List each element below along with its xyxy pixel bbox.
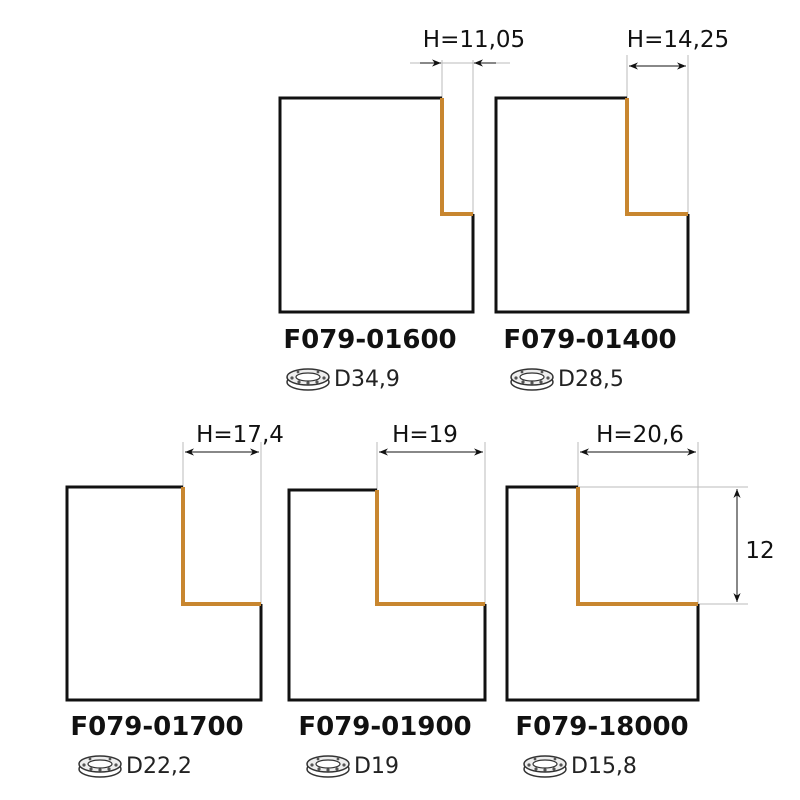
- bearing-icon: [523, 755, 567, 778]
- product-code: F079-01700: [70, 712, 243, 742]
- depth-label: 12: [745, 538, 774, 564]
- bearing-icon: [286, 368, 330, 391]
- body-outline: [65, 485, 263, 702]
- body-outline: [505, 485, 700, 702]
- profile-f079-01600: H=11,05 F079-01600 D34,9: [278, 27, 525, 392]
- cutting-edge: [181, 487, 261, 606]
- product-code: F079-18000: [515, 712, 688, 742]
- bearing-diameter: D19: [354, 754, 399, 779]
- bearing-diameter: D28,5: [558, 367, 624, 392]
- profile-f079-01400: H=14,25 F079-01400 D28,5: [494, 27, 729, 392]
- bearing-diameter: D15,8: [571, 754, 637, 779]
- bearing-icon: [510, 368, 554, 391]
- cutting-edge: [625, 98, 688, 216]
- bearing-diameter: D22,2: [126, 754, 192, 779]
- body-outline: [287, 488, 487, 702]
- profile-f079-01700: H=17,4 F079-01700 D22,2: [65, 422, 284, 779]
- profile-f079-01900: H=19 F079-01900 D19: [287, 422, 487, 779]
- product-code: F079-01900: [298, 712, 471, 742]
- height-label: H=17,4: [196, 422, 284, 448]
- body-outline: [278, 96, 475, 314]
- cutting-edge: [375, 490, 485, 606]
- bearing-icon: [306, 755, 350, 778]
- height-label: H=11,05: [423, 27, 525, 53]
- height-label: H=19: [392, 422, 458, 448]
- body-outline: [494, 96, 690, 314]
- product-code: F079-01400: [503, 325, 676, 355]
- bearing-diameter: D34,9: [334, 367, 400, 392]
- bearing-icon: [78, 755, 122, 778]
- height-label: H=20,6: [596, 422, 684, 448]
- cutting-edge: [440, 98, 473, 216]
- profile-f079-18000: H=20,6 12 F079-18000 D15,8: [505, 422, 775, 779]
- cutting-edge: [576, 487, 698, 606]
- height-label: H=14,25: [627, 27, 729, 53]
- product-code: F079-01600: [283, 325, 456, 355]
